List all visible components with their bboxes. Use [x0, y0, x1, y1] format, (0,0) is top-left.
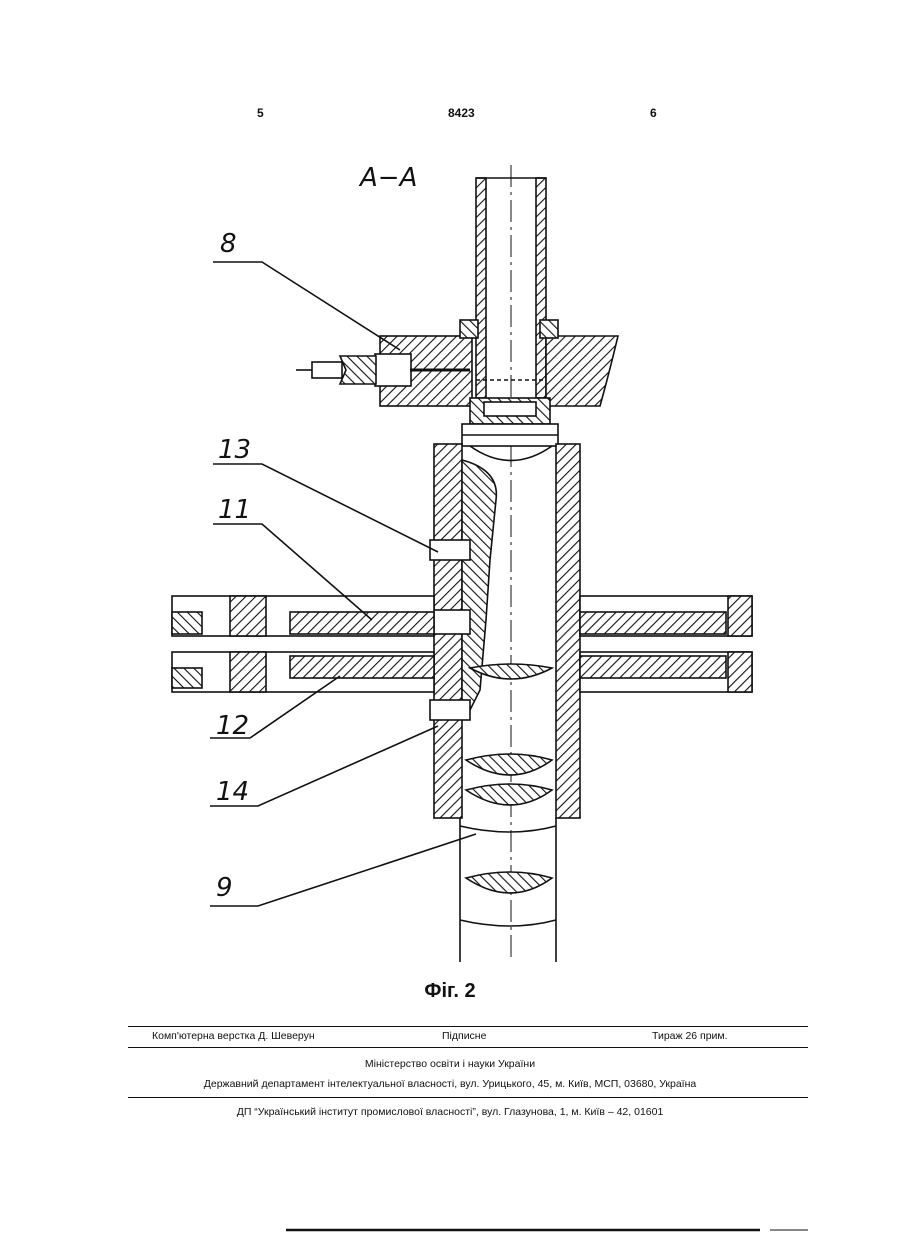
imprint-signed: Підписне	[442, 1030, 486, 1042]
imprint-top-rule	[128, 1026, 808, 1027]
imprint-layout: Комп'ютерна верстка Д. Шеверун	[152, 1030, 315, 1042]
imprint-middle-rule	[128, 1047, 808, 1048]
callout-11: 11	[218, 495, 251, 525]
callout-14: 14	[216, 777, 249, 807]
imprint-department: Державний департамент інтелектуальної вл…	[0, 1078, 900, 1090]
imprint-bottom-rule	[128, 1097, 808, 1098]
lower-arm-left	[172, 652, 434, 692]
upper-arm-left	[172, 596, 434, 636]
callout-9: 9	[216, 873, 233, 903]
coupling	[462, 424, 558, 461]
imprint-ministry: Міністерство освіти і науки України	[0, 1058, 900, 1070]
section-label: A−A	[358, 163, 417, 193]
top-block	[380, 320, 618, 424]
callout-8: 8	[220, 229, 237, 259]
lower-arm-right	[580, 652, 752, 692]
upper-arm-right	[580, 596, 752, 636]
imprint-institute: ДП “Український інститут промислової вла…	[0, 1106, 900, 1118]
figure-caption: Фіг. 2	[0, 980, 900, 1003]
callout-12: 12	[216, 711, 249, 741]
imprint-circulation: Тираж 26 прим.	[652, 1030, 728, 1042]
lower-shaft	[460, 664, 556, 962]
callout-13: 13	[218, 435, 251, 465]
